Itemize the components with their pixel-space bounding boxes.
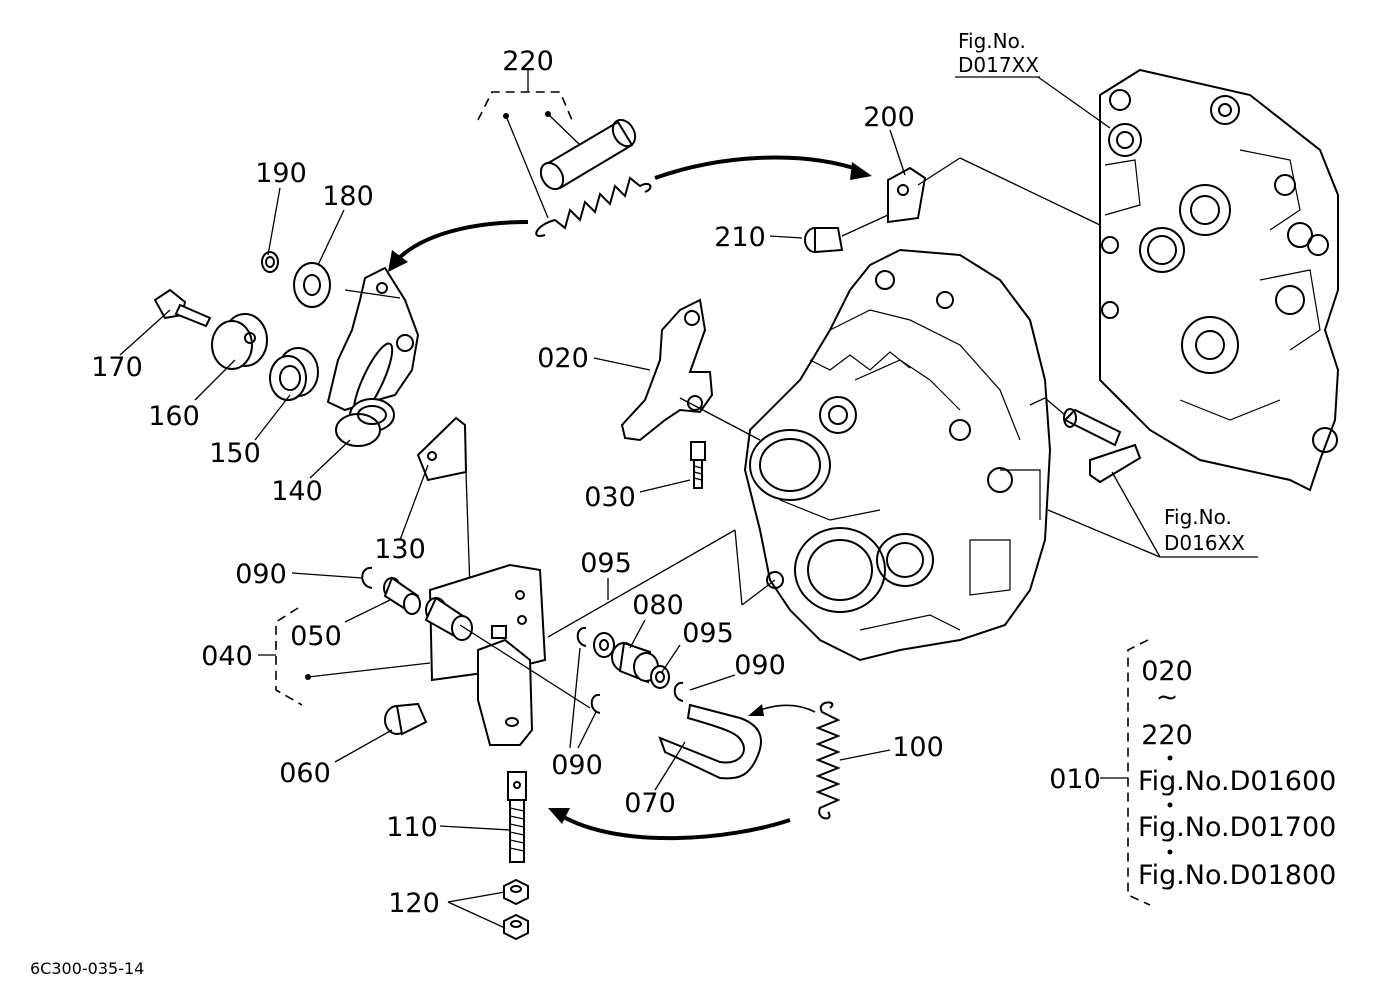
transmission-cover-plate [1099,68,1340,492]
roller-080 [611,641,659,684]
label-070: 070 [624,788,676,819]
bracket-040 [428,563,547,746]
arrow-100-to-070 [748,704,816,716]
clip-090-right [673,681,684,702]
plate-200 [887,157,1101,226]
bolt-170 [153,288,212,328]
plate-130 [416,416,471,591]
washer-095a [593,632,615,658]
arrow-100-to-110 [548,808,791,841]
label-210: 210 [714,222,766,253]
label-110: 110 [386,812,438,843]
selector-shaft [1063,408,1142,484]
group-220-bracket [477,70,581,219]
clip-090-left [291,566,373,589]
fig-ref-mid-label: Fig.No. [1164,505,1232,529]
fig-ref-top-label: Fig.No. [958,29,1026,53]
legend-range-start: 020 [1141,656,1193,687]
washer-190 [261,251,279,273]
fig-ref-mid-code: D016XX [1164,531,1245,555]
pin-050 [383,576,421,615]
label-090-left: 090 [235,559,287,590]
sleeve-220 [539,118,637,191]
washer-095b [650,665,670,689]
knob-060 [384,702,428,736]
label-170: 170 [91,352,143,383]
label-190: 190 [255,158,307,189]
label-200: 200 [863,102,915,133]
drawing-code: 6C300-035-14 [30,959,144,978]
legend-tilde: ~ [1156,682,1179,713]
label-040: 040 [201,641,253,672]
leader-lines [119,76,1258,929]
legend-fig3: Fig.No.D01800 [1138,860,1336,891]
arm-020 [620,298,714,442]
label-060: 060 [279,758,331,789]
arrow-220-to-bracket [388,220,529,272]
label-130: 130 [374,534,426,565]
label-090-mid: 090 [551,750,603,781]
bolt-210 [804,214,889,254]
nut-120-upper [503,878,529,906]
rod-070 [658,703,762,780]
bushing-150 [269,347,319,401]
label-020: 020 [537,343,589,374]
label-050: 050 [290,621,342,652]
collar-160 [211,313,268,370]
group-040-bracket [258,607,431,706]
clip-090-mid-top [576,626,587,647]
transmission-case [743,248,1052,662]
clip-090-mid-bottom [590,693,601,714]
label-100: 100 [892,732,944,763]
link-lines [344,289,1066,709]
label-095-right: 095 [682,618,734,649]
label-095-top: 095 [580,548,632,579]
label-150: 150 [209,438,261,469]
bracket-main [326,266,420,418]
label-180: 180 [322,181,374,212]
bearing-180 [293,262,331,308]
spring-100 [815,701,841,820]
spring-220 [535,176,652,237]
label-220: 220 [502,46,554,77]
rod-110 [507,771,527,863]
bushing-140 [335,398,395,447]
nut-120-lower [503,913,529,941]
label-140: 140 [271,476,323,507]
legend-assembly: 010 [1049,764,1101,795]
legend-bracket [1100,639,1173,906]
legend-range-end: 220 [1141,720,1193,751]
label-080: 080 [632,590,684,621]
label-160: 160 [148,401,200,432]
fig-ref-top-code: D017XX [958,53,1039,77]
arrow-220-to-200 [654,155,872,180]
bolt-030 [690,441,706,489]
legend-fig1: Fig.No.D01600 [1138,766,1336,797]
label-120: 120 [388,888,440,919]
pin-050b [424,596,473,641]
label-030: 030 [584,482,636,513]
label-090-right: 090 [734,650,786,681]
legend-fig2: Fig.No.D01700 [1138,812,1336,843]
